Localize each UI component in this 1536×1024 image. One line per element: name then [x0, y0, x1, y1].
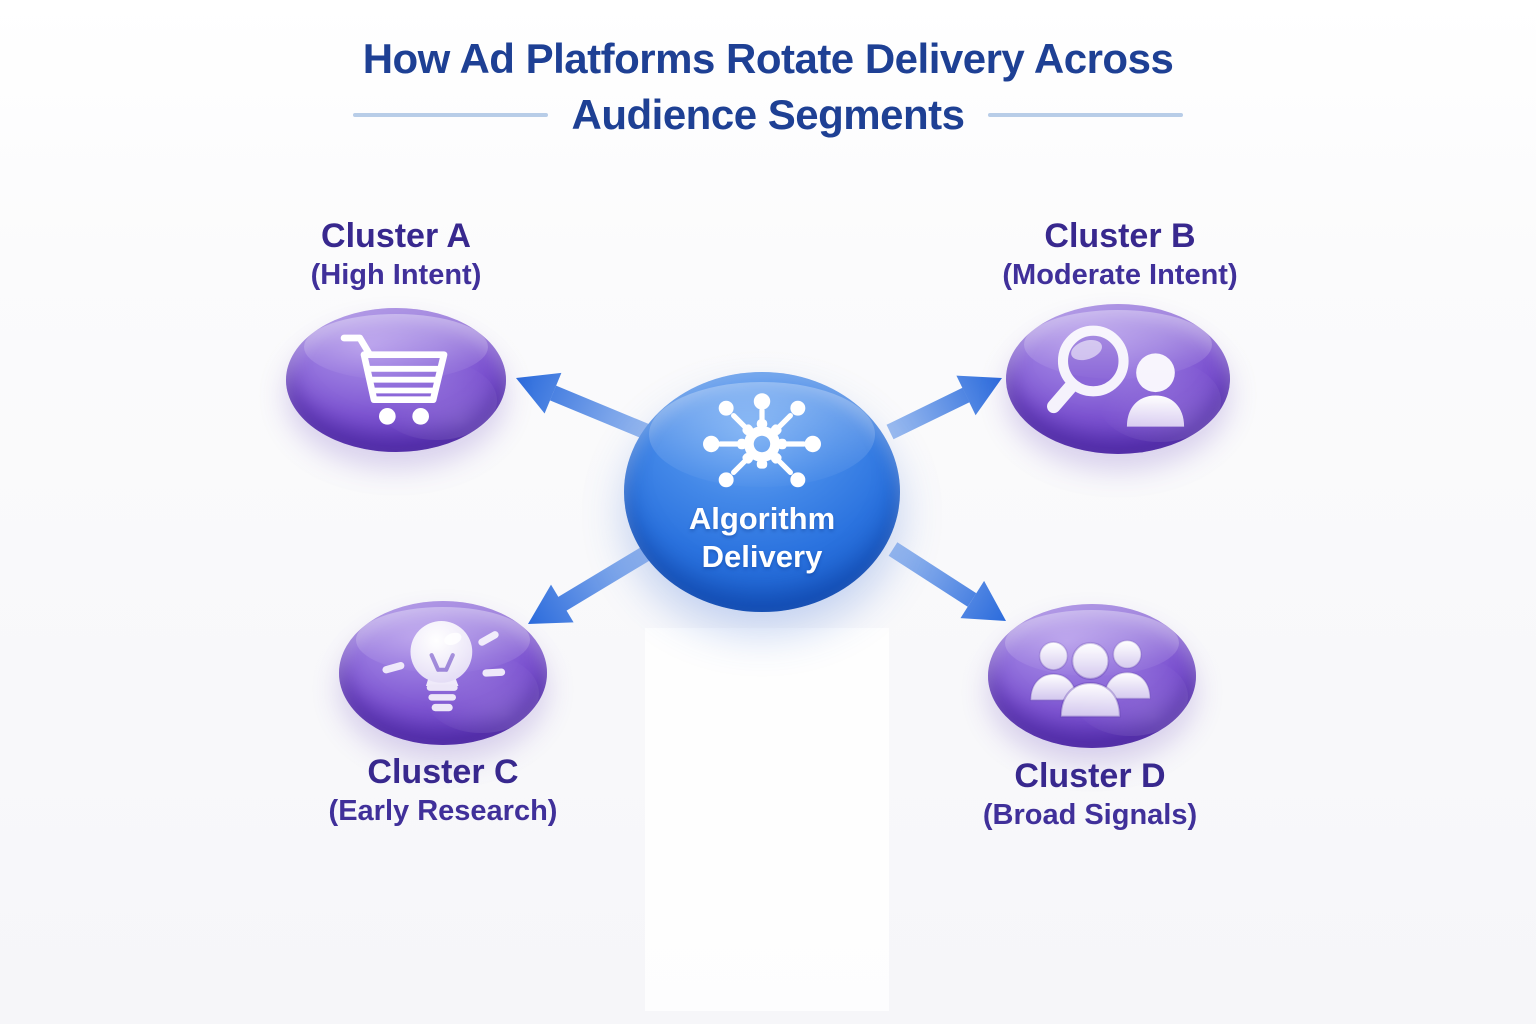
- people-group-icon: [1029, 639, 1151, 718]
- cluster-c-subtitle: (Early Research): [328, 795, 558, 827]
- cluster-d-label: Cluster D (Broad Signals): [900, 756, 1280, 834]
- arrow-to-cluster-c: [528, 544, 655, 624]
- cluster-d-name: Cluster D: [1014, 757, 1166, 795]
- cluster-b-node: [1006, 304, 1230, 454]
- gear-network-icon: [703, 393, 821, 488]
- cluster-c-label: Cluster C (Early Research): [253, 752, 633, 830]
- arrow-to-cluster-d: [888, 542, 1006, 621]
- cluster-d-node: [988, 604, 1196, 748]
- cluster-a-node: [286, 308, 506, 452]
- center-node-label-line1: Algorithm: [688, 501, 836, 536]
- cluster-a-name: Cluster A: [321, 217, 471, 255]
- center-node-label-line2: Delivery: [701, 539, 823, 574]
- cluster-b-label: Cluster B (Moderate Intent): [930, 216, 1310, 294]
- cluster-a-subtitle: (High Intent): [310, 259, 482, 291]
- title-divider-left: [352, 113, 548, 117]
- cluster-a-label: Cluster A (High Intent): [206, 216, 586, 294]
- cluster-b-name: Cluster B: [1044, 217, 1196, 255]
- title-block: How Ad Platforms Rotate Delivery Across …: [0, 34, 1536, 140]
- cluster-d-subtitle: (Broad Signals): [982, 799, 1198, 831]
- shopping-cart-icon: [340, 334, 447, 425]
- page-title-line2: Audience Segments: [571, 91, 965, 138]
- algorithm-delivery-node: Algorithm Delivery: [624, 372, 900, 612]
- lightbulb-icon: [382, 621, 506, 712]
- background-panel: [645, 628, 889, 1011]
- title-divider-right: [988, 113, 1184, 117]
- cluster-b-subtitle: (Moderate Intent): [1002, 259, 1238, 291]
- page-title-line1: How Ad Platforms Rotate Delivery Across: [362, 35, 1174, 82]
- search-user-icon: [1046, 325, 1184, 427]
- arrow-to-cluster-b: [886, 375, 1002, 440]
- cluster-c-node: [339, 601, 547, 745]
- arrow-to-cluster-a: [516, 372, 656, 442]
- cluster-c-name: Cluster C: [367, 753, 519, 791]
